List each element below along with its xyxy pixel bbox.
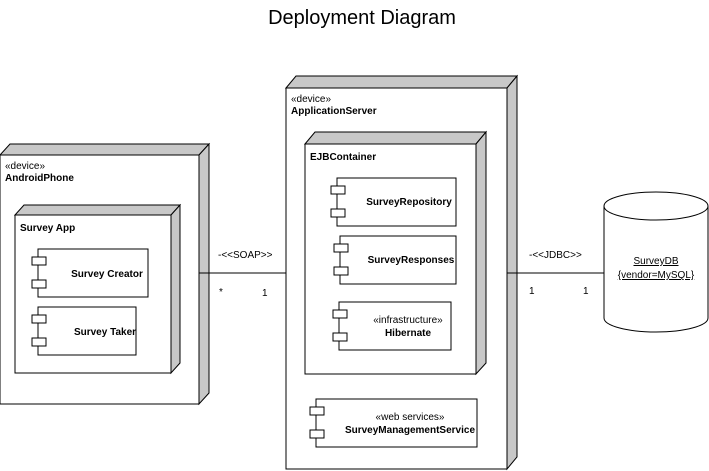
soap-mult-left: * bbox=[219, 287, 223, 298]
android-name: AndroidPhone bbox=[5, 173, 74, 184]
soap-link: -<<SOAP>> * 1 bbox=[199, 250, 286, 299]
server-stereotype: «device» bbox=[291, 94, 331, 105]
component-label: SurveyRepository bbox=[366, 197, 452, 208]
ejb-container-name: EJBContainer bbox=[310, 152, 376, 163]
db-name: SurveyDB bbox=[633, 256, 678, 267]
component-survey-responses: SurveyResponses bbox=[333, 235, 457, 285]
android-phone-node: «device» AndroidPhone Survey App Survey … bbox=[0, 142, 211, 406]
component-hibernate: «infrastructure» Hibernate bbox=[332, 301, 452, 351]
android-stereotype: «device» bbox=[5, 161, 45, 172]
server-name: ApplicationServer bbox=[291, 106, 377, 117]
component-stereotype: «web services» bbox=[376, 412, 445, 423]
component-label: Hibernate bbox=[385, 328, 432, 339]
jdbc-label: -<<JDBC>> bbox=[529, 250, 582, 261]
soap-mult-right: 1 bbox=[262, 288, 268, 299]
component-label: SurveyManagementService bbox=[345, 425, 476, 436]
ejb-container: EJBContainer SurveyRepository SurveyResp… bbox=[303, 130, 488, 376]
component-label: SurveyResponses bbox=[368, 255, 455, 266]
component-survey-management-service: «web services» SurveyManagementService bbox=[309, 398, 478, 448]
component-label: Survey Creator bbox=[71, 269, 143, 280]
survey-app-container: Survey App Survey Creator Survey Taker bbox=[13, 203, 182, 375]
component-survey-repository: SurveyRepository bbox=[330, 177, 457, 227]
survey-db-database: SurveyDB {vendor=MySQL} bbox=[603, 191, 709, 333]
jdbc-mult-right: 1 bbox=[583, 286, 589, 297]
component-survey-creator: Survey Creator bbox=[31, 248, 149, 298]
application-server-node: «device» ApplicationServer EJBContainer … bbox=[284, 74, 519, 471]
survey-app-name: Survey App bbox=[20, 223, 75, 234]
component-stereotype: «infrastructure» bbox=[373, 315, 443, 326]
jdbc-mult-left: 1 bbox=[529, 286, 535, 297]
soap-label: -<<SOAP>> bbox=[218, 250, 273, 261]
component-survey-taker: Survey Taker bbox=[31, 306, 137, 356]
jdbc-link: -<<JDBC>> 1 1 bbox=[507, 250, 604, 297]
db-tag: {vendor=MySQL} bbox=[618, 270, 695, 281]
diagram-title: Deployment Diagram bbox=[268, 7, 456, 29]
component-label: Survey Taker bbox=[74, 327, 136, 338]
